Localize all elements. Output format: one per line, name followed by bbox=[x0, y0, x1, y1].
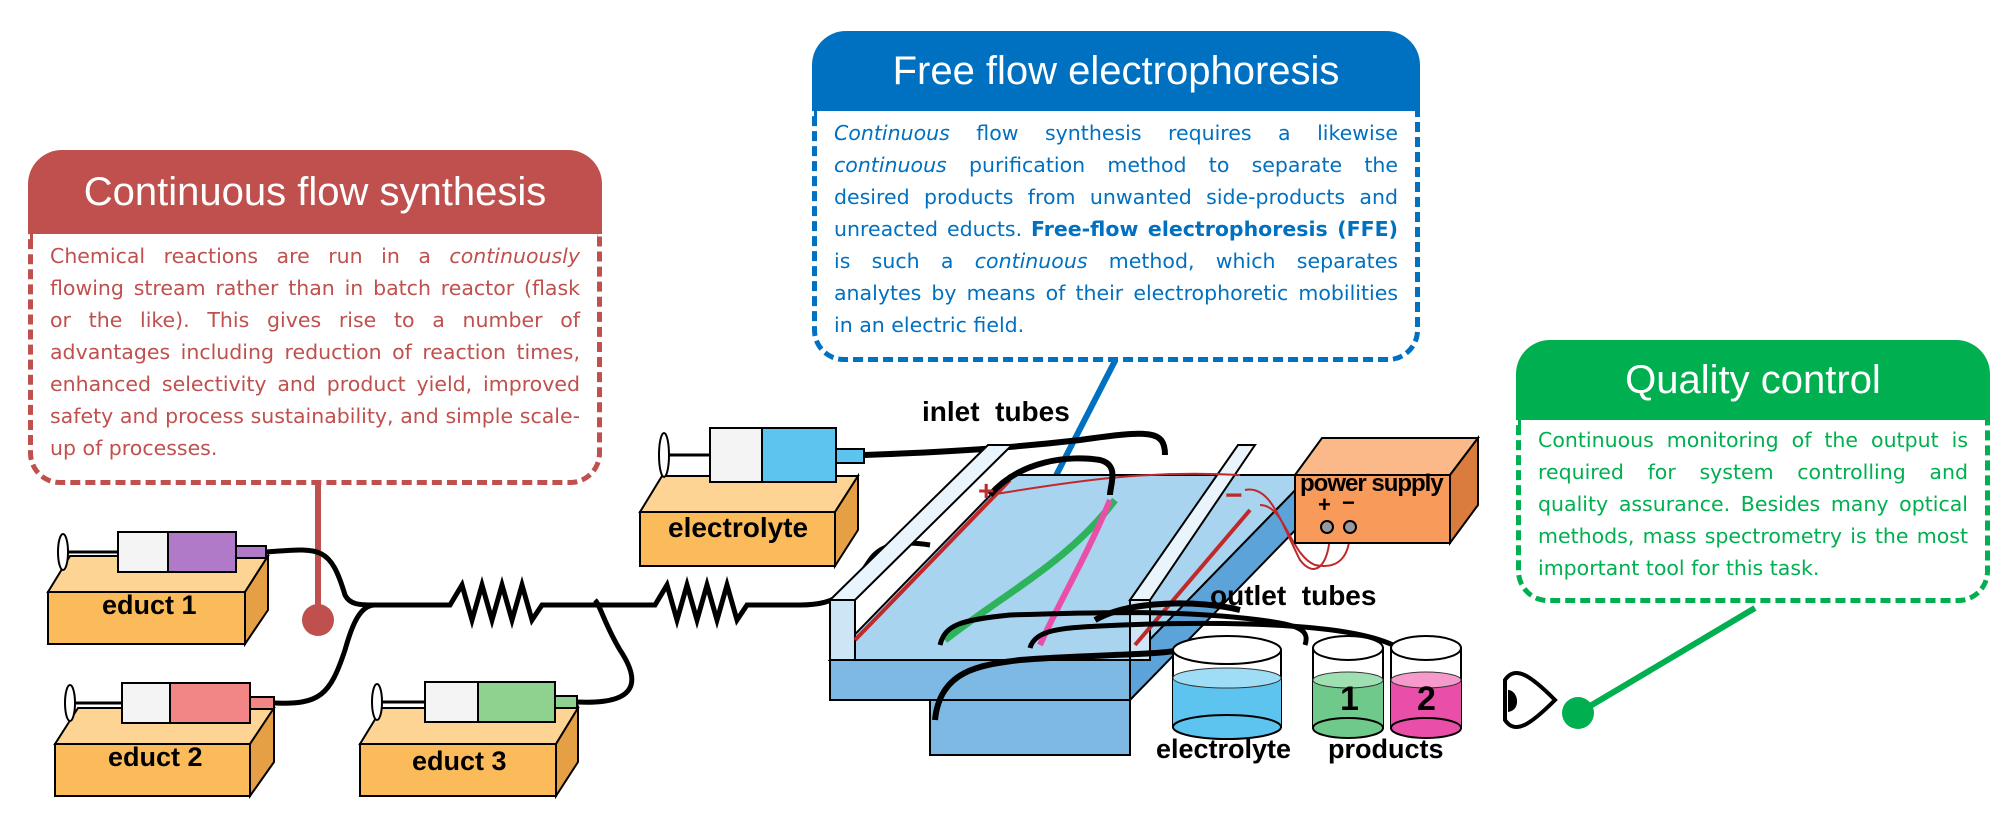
power-supply bbox=[1293, 435, 1481, 547]
power-supply-label: power supply bbox=[1300, 470, 1444, 497]
electrolyte-pump-label: electrolyte bbox=[668, 512, 809, 543]
ffe-description: Continuous flow synthesis requires a lik… bbox=[812, 111, 1420, 362]
syringe-pump-educt3 bbox=[358, 598, 635, 800]
educt1-label: educt 1 bbox=[102, 590, 197, 620]
synthesis-box: Continuous flow synthesis Chemical react… bbox=[28, 150, 602, 485]
qc-title: Quality control bbox=[1516, 340, 1990, 420]
electrolyte-beaker bbox=[1172, 635, 1282, 740]
synthesis-title: Continuous flow synthesis bbox=[28, 150, 602, 234]
educt2-label: educt 2 bbox=[108, 742, 203, 772]
outlet-tubes-label: outlet tubes bbox=[1210, 580, 1377, 611]
beaker1-number: 1 bbox=[1340, 680, 1359, 718]
qc-connector-dot bbox=[1562, 697, 1594, 729]
synthesis-description: Chemical reactions are run in a continuo… bbox=[28, 234, 602, 485]
product-beaker-1 bbox=[1312, 635, 1384, 739]
inlet-tubes-label: inlet tubes bbox=[922, 396, 1070, 427]
ffe-title: Free flow electrophoresis bbox=[812, 31, 1420, 111]
chamber-minus-sign: − bbox=[1225, 479, 1243, 512]
syringe-pump-electrolyte bbox=[638, 427, 1168, 570]
beaker2-number: 2 bbox=[1417, 680, 1436, 718]
products-label: products bbox=[1328, 734, 1444, 764]
power-plus-label: + bbox=[1318, 492, 1331, 517]
beaker-electrolyte-label: electrolyte bbox=[1156, 734, 1292, 764]
ffe-box: Free flow electrophoresis Continuous flo… bbox=[812, 31, 1420, 362]
synthesis-connector-dot bbox=[302, 604, 334, 636]
qc-box: Quality control Continuous monitoring of… bbox=[1516, 340, 1990, 603]
eye-icon bbox=[1503, 670, 1558, 730]
power-minus-label: − bbox=[1342, 490, 1355, 515]
qc-description: Continuous monitoring of the output is r… bbox=[1516, 420, 1990, 603]
educt3-label: educt 3 bbox=[412, 746, 507, 776]
syringe-pump-educt2 bbox=[53, 602, 376, 800]
ffe-chamber bbox=[827, 444, 1422, 756]
qc-connector bbox=[1578, 605, 1757, 715]
syringe-pump-educt1 bbox=[46, 531, 376, 648]
chamber-plus-sign: + bbox=[978, 475, 994, 506]
product-beaker-2 bbox=[1390, 635, 1462, 739]
